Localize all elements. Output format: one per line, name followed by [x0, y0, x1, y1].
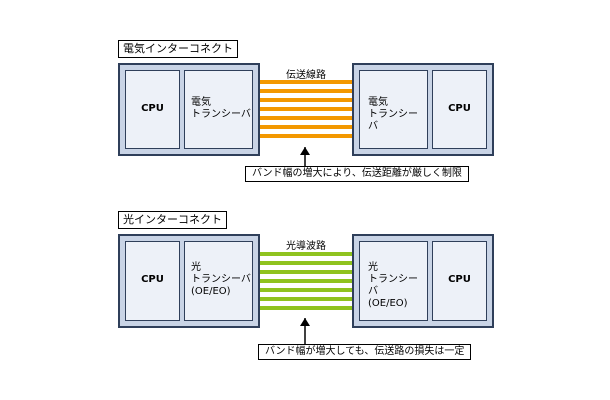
electrical-arrow-head	[300, 147, 310, 155]
transceiver-label: 電気 トランシーバ	[191, 97, 251, 120]
electrical-link-label: 伝送線路	[286, 70, 326, 81]
electrical-right-transceiver: 電気 トランシーバ	[359, 70, 428, 149]
electrical-left-cpu: CPU	[125, 70, 180, 149]
transceiver-label: 光 トランシーバ (OE/EO)	[191, 262, 251, 297]
electrical-note: バンド幅の増大により、伝送距離が厳しく制限	[245, 166, 469, 182]
cpu-label: CPU	[448, 274, 471, 285]
optical-right-module: 光 トランシーバ (OE/EO) CPU	[352, 234, 494, 328]
cpu-label: CPU	[141, 274, 164, 285]
optical-left-transceiver: 光 トランシーバ (OE/EO)	[184, 241, 253, 321]
optical-left-cpu: CPU	[125, 241, 180, 321]
optical-right-transceiver: 光 トランシーバ (OE/EO)	[359, 241, 428, 321]
optical-arrow-head	[300, 318, 310, 326]
cpu-label: CPU	[141, 103, 164, 114]
optical-link-label: 光導波路	[286, 241, 326, 252]
transceiver-label: 電気 トランシーバ	[368, 97, 418, 132]
cpu-label: CPU	[448, 103, 471, 114]
optical-note: バンド幅が増大しても、伝送路の損失は一定	[258, 344, 472, 360]
electrical-left-transceiver: 電気 トランシーバ	[184, 70, 253, 149]
optical-left-module: CPU 光 トランシーバ (OE/EO)	[118, 234, 260, 328]
transceiver-label: 光 トランシーバ (OE/EO)	[368, 262, 418, 309]
electrical-left-module: CPU 電気 トランシーバ	[118, 63, 260, 156]
electrical-right-cpu: CPU	[432, 70, 487, 149]
electrical-section-title: 電気インターコネクト	[118, 40, 238, 58]
electrical-right-module: 電気 トランシーバ CPU	[352, 63, 494, 156]
optical-section-title: 光インターコネクト	[118, 211, 227, 229]
optical-right-cpu: CPU	[432, 241, 487, 321]
